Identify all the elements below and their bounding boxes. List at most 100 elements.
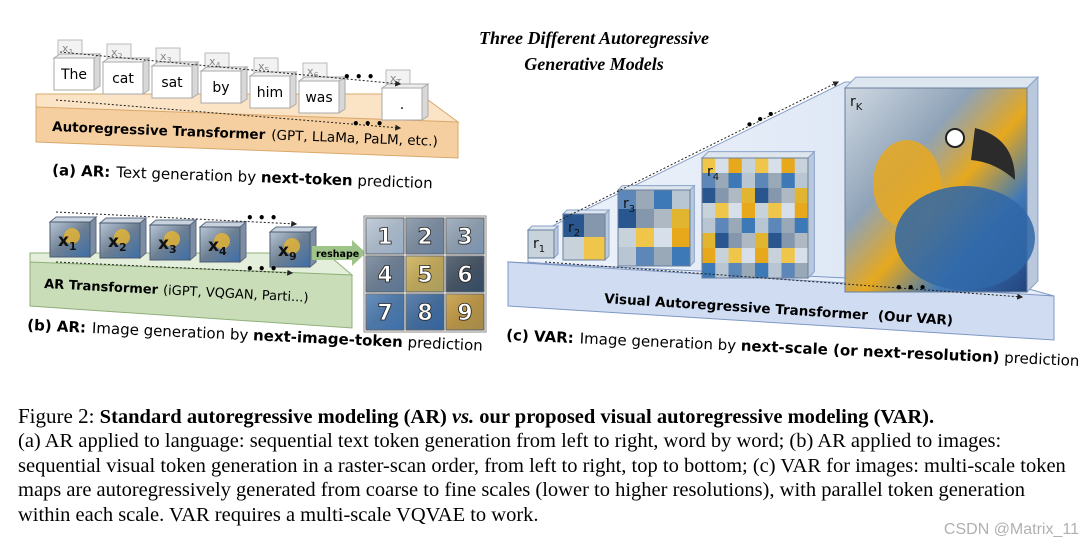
reshape-grid-cell: 6 bbox=[445, 255, 485, 293]
image-token-sub: 1 bbox=[69, 240, 77, 253]
var-scale-top bbox=[843, 76, 1040, 89]
var-scale-pixel bbox=[755, 233, 769, 249]
ar-text-caption-label: (a) AR:Text generation by next-token pre… bbox=[52, 161, 433, 192]
var-scale-pixel bbox=[702, 203, 716, 219]
image-token-side bbox=[89, 215, 97, 259]
text-token-var-label: x2 bbox=[111, 46, 123, 61]
var-scale-pixel bbox=[741, 203, 756, 219]
text-token: cat bbox=[101, 57, 151, 95]
var-scale-pixel bbox=[715, 218, 729, 234]
var-scale-pixel bbox=[715, 233, 729, 249]
reshape-grid-cell-shade bbox=[446, 294, 484, 330]
text-token: him bbox=[248, 71, 298, 109]
var-scale-map: r4 bbox=[700, 150, 816, 280]
var-scale-pixel bbox=[728, 218, 743, 234]
text-token-face bbox=[151, 65, 193, 99]
var-scale-face bbox=[701, 157, 809, 279]
ar-text-panel: Autoregressive Transformer(GPT, LLaMa, P… bbox=[35, 39, 460, 192]
figure-diagram: Three Different Autoregressive Generativ… bbox=[27, 28, 1080, 370]
var-dots-bottom: • • • bbox=[895, 281, 926, 295]
var-scale-pixel bbox=[755, 263, 769, 279]
text-token-var-label: x6 bbox=[307, 65, 319, 80]
image-token-top bbox=[268, 226, 318, 233]
var-scale-pixel bbox=[636, 228, 655, 248]
var-scale-pixel bbox=[728, 233, 743, 249]
var-scale-pixel bbox=[794, 263, 809, 279]
text-token-top bbox=[248, 71, 298, 77]
caption-title-b: our proposed visual autoregressive model… bbox=[474, 406, 935, 428]
reshape-label: reshape bbox=[316, 249, 359, 260]
var-scale-pixel bbox=[563, 237, 585, 261]
var-scale-pixel bbox=[584, 237, 606, 261]
text-token-top bbox=[101, 57, 151, 63]
text-token-word: The bbox=[60, 67, 87, 83]
text-token-face bbox=[298, 80, 340, 114]
image-token-texture bbox=[214, 233, 230, 249]
var-scale-pixel bbox=[794, 158, 809, 174]
var-scale-pixel bbox=[618, 247, 637, 267]
reshape-arrow bbox=[312, 240, 366, 266]
reshape-grid-cell-shade bbox=[366, 256, 404, 292]
var-parrot-beak bbox=[971, 128, 1015, 180]
var-scale-pixel bbox=[702, 173, 716, 189]
var-scale-pixel bbox=[654, 209, 673, 229]
image-token-top bbox=[48, 216, 98, 223]
var-scale-pixel bbox=[715, 158, 729, 174]
var-scale-side bbox=[807, 150, 815, 280]
reshape-grid-cell-shade bbox=[406, 294, 444, 330]
var-scale-pixel bbox=[794, 188, 809, 204]
reshape-grid-cell-shade bbox=[366, 294, 404, 330]
caption-title-vs: vs. bbox=[451, 406, 475, 428]
image-token-top bbox=[98, 217, 148, 224]
var-scale-pixel bbox=[794, 233, 809, 249]
image-token: x2 bbox=[98, 216, 148, 260]
text-token-top bbox=[297, 76, 347, 82]
reshape-grid-cell-shade bbox=[366, 218, 404, 254]
ar-text-arrow-bottom bbox=[55, 99, 402, 131]
reshape-grid-number: 3 bbox=[457, 225, 472, 250]
var-scale-map: r3 bbox=[616, 184, 696, 268]
var-scale-map: rK bbox=[843, 75, 1040, 294]
text-token-var-label: x1 bbox=[62, 42, 74, 57]
var-scale-pixel bbox=[654, 190, 673, 210]
var-scale-pixel bbox=[702, 218, 716, 234]
image-token-texture bbox=[164, 231, 180, 247]
var-scale-pixel bbox=[702, 188, 716, 204]
var-scale-pixel bbox=[755, 218, 769, 234]
var-scale-pixel bbox=[794, 218, 809, 234]
var-scale-pixel bbox=[768, 218, 782, 234]
var-scale-pixel bbox=[584, 214, 606, 238]
caption-fig-label: Figure 2: bbox=[18, 404, 100, 428]
var-parrot-eye bbox=[945, 128, 965, 148]
var-scale-pixel bbox=[672, 190, 691, 210]
reshape-grid-cell: 2 bbox=[405, 217, 445, 255]
image-token-top bbox=[148, 219, 198, 226]
image-token-top bbox=[198, 221, 248, 228]
ar-text-dots-bottom: • • • bbox=[352, 117, 383, 131]
text-token-var-label: x4 bbox=[209, 55, 221, 70]
ar-text-platform-front bbox=[35, 106, 459, 159]
figure-title-line1: Three Different Autoregressive bbox=[479, 28, 709, 48]
text-token-face bbox=[53, 57, 95, 91]
var-scale-pixel bbox=[741, 188, 756, 204]
text-token-top bbox=[52, 53, 102, 59]
figure-title-line2: Generative Models bbox=[524, 54, 663, 74]
var-scale-pixel bbox=[528, 230, 555, 259]
var-scale-pixel bbox=[794, 203, 809, 219]
text-token-var-label: x5 bbox=[258, 60, 270, 75]
text-token-face bbox=[102, 61, 144, 95]
reshape-grid-cell: 7 bbox=[365, 293, 405, 331]
var-scale-pixel bbox=[781, 248, 796, 264]
image-token-sub: 2 bbox=[119, 241, 127, 254]
text-token-var-sub: 3 bbox=[167, 56, 172, 65]
var-scale-sub: 2 bbox=[574, 228, 580, 239]
var-scale-pixel bbox=[702, 263, 716, 279]
text-token-var: x2 bbox=[106, 43, 132, 61]
var-scale-pixel bbox=[768, 233, 782, 249]
var-scale-pixel bbox=[781, 173, 796, 189]
var-scale-pixel bbox=[672, 247, 691, 267]
var-scale-sub: 3 bbox=[629, 204, 635, 215]
var-scale-pixel bbox=[672, 228, 691, 248]
var-scale-pixel bbox=[618, 209, 637, 229]
